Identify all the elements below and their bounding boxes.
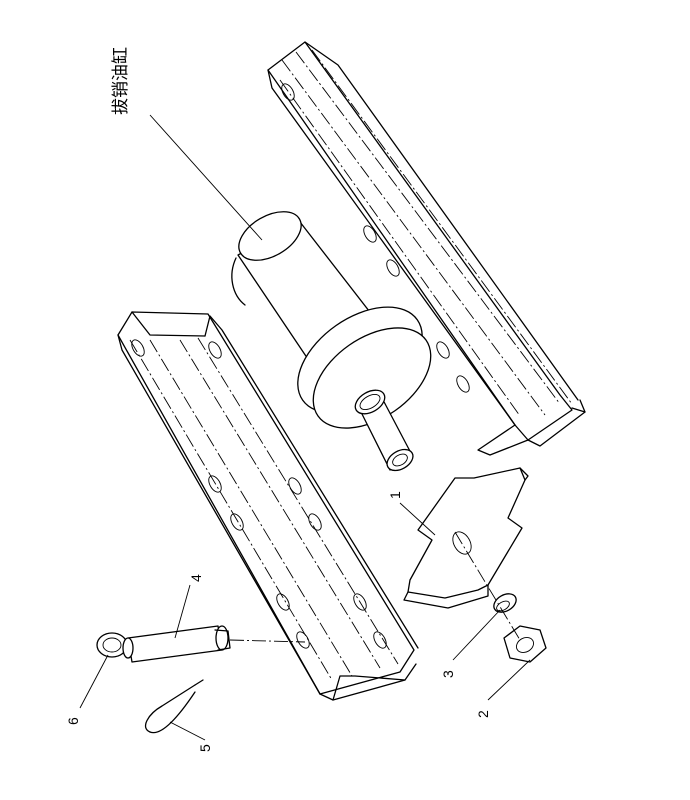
- lower-channel-beam: [117, 311, 419, 701]
- leader-2: [487, 659, 531, 701]
- callout-2: 2: [475, 710, 491, 718]
- callout-5: 5: [197, 744, 213, 752]
- part-4-pin: [127, 625, 306, 663]
- callout-4: 4: [188, 574, 204, 582]
- leader-6: [79, 654, 109, 709]
- leader-3: [452, 609, 501, 661]
- callout-3: 3: [440, 670, 456, 678]
- hydraulic-cylinder: [231, 211, 432, 472]
- leader-5: [169, 721, 206, 741]
- part-3-washer: [493, 593, 517, 613]
- part-6-ring: [96, 632, 134, 659]
- part-2-nut: [503, 625, 547, 663]
- part-1-plate: [403, 467, 529, 609]
- leader-1: [399, 502, 436, 536]
- leader-cylinder: [149, 114, 263, 241]
- callout-6: 6: [65, 717, 81, 725]
- assembly-axis-line: [454, 531, 521, 641]
- cylinder-label: 拔销油缸: [110, 47, 131, 115]
- callout-1: 1: [387, 491, 403, 499]
- part-5-r-clip: [145, 679, 204, 734]
- upper-channel-beam: [267, 41, 586, 456]
- leader-4: [174, 584, 191, 639]
